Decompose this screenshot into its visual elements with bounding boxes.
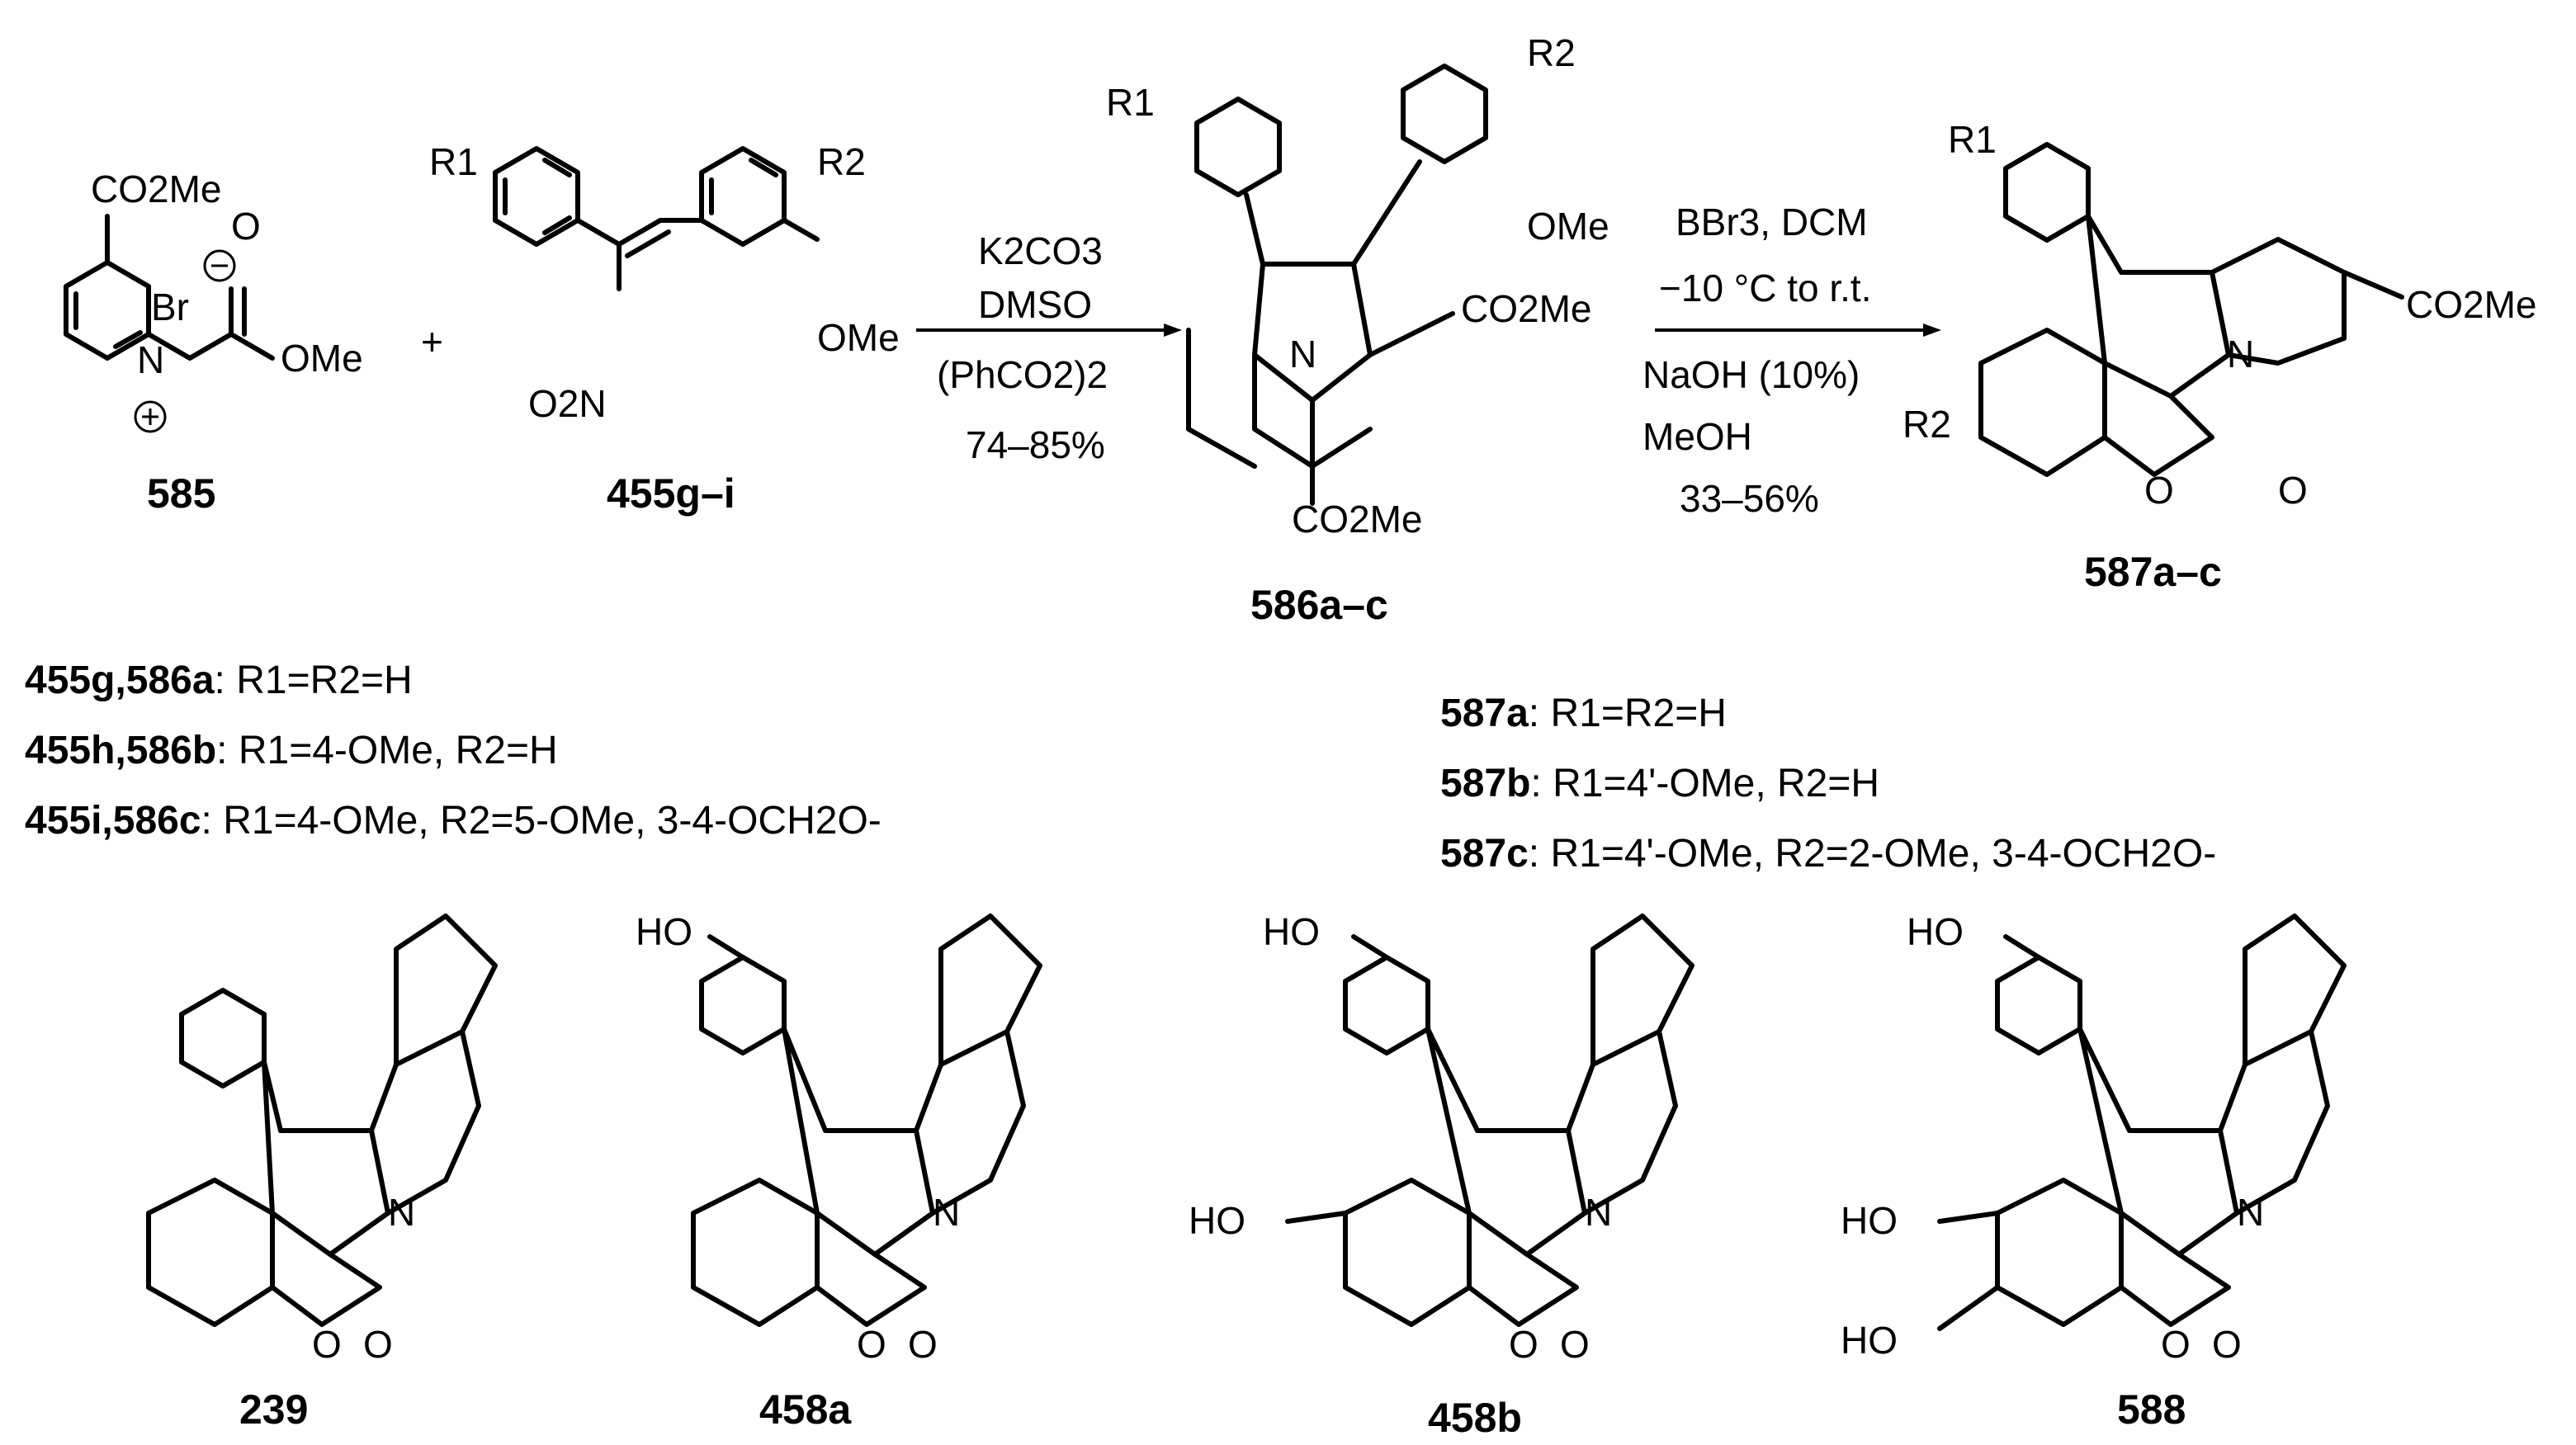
atom-o: O [1560, 1323, 1590, 1366]
yield-step1: 74–85% [966, 423, 1105, 466]
atom-o: O [2212, 1323, 2242, 1366]
atom-co2me: CO2Me [91, 168, 221, 210]
structure-588: HO HO HO N O O 588 [1841, 910, 2347, 1433]
plus-sign: + [421, 320, 443, 363]
atom-n: N [1585, 1191, 1612, 1234]
atom-o: O [1509, 1323, 1539, 1366]
label-458a: 458a [759, 1386, 852, 1433]
reagent-meoh: MeOH [1642, 415, 1752, 458]
atom-n: N [388, 1191, 415, 1234]
atom-r2: R2 [1527, 31, 1576, 74]
legend-row: 455i,586c: R1=4-OMe, R2=5-OMe, 3-4-OCH2O… [25, 799, 882, 843]
label-585: 585 [147, 470, 215, 517]
legend-right: 587a: R1=R2=H 587b: R1=4'-OMe, R2=H 587c… [1440, 692, 2216, 876]
legend-row: 455h,586b: R1=4-OMe, R2=H [25, 729, 558, 772]
atom-r2: R2 [1902, 403, 1951, 446]
atom-o: O [857, 1323, 886, 1366]
atom-r1: R1 [429, 140, 478, 183]
structure-587: R1 CO2Me N R2 O O 587a–c [1902, 118, 2536, 595]
positive-charge-icon [134, 400, 167, 433]
label-455: 455g–i [607, 470, 735, 517]
label-458b: 458b [1428, 1395, 1522, 1441]
atom-ho: HO [1841, 1199, 1898, 1242]
reagent-dmso: DMSO [978, 283, 1092, 326]
atom-o: O [2144, 469, 2174, 512]
atom-ho: HO [636, 910, 692, 953]
atom-n: N [1289, 333, 1316, 375]
structure-458a: HO N O O 458a [636, 910, 1042, 1433]
label-239: 239 [239, 1386, 308, 1433]
atom-ome: OMe [281, 337, 363, 380]
reagent-peroxide: (PhCO2)2 [937, 353, 1108, 396]
reagent-bbr3: BBr3, DCM [1676, 201, 1868, 243]
atom-o: O [2161, 1323, 2191, 1366]
yield-step2: 33–56% [1680, 477, 1819, 520]
atom-o: O [908, 1323, 938, 1366]
legend-row: 455g,586a: R1=R2=H [25, 659, 413, 702]
structure-586: R1 R2 OMe CO2Me N CO2Me 586a–c [1106, 31, 1609, 628]
reagent-temperature: −10 °C to r.t. [1659, 267, 1871, 309]
legend-row: 587c: R1=4'-OMe, R2=2-OMe, 3-4-OCH2O- [1440, 832, 2216, 876]
atom-n: N [933, 1191, 960, 1234]
label-586: 586a–c [1250, 582, 1388, 628]
atom-ho: HO [1907, 910, 1964, 953]
atom-ho: HO [1189, 1199, 1245, 1242]
atom-r2: R2 [817, 140, 866, 183]
legend-left: 455g,586a: R1=R2=H 455h,586b: R1=4-OMe, … [25, 659, 882, 843]
atom-o: O [2278, 469, 2308, 512]
atom-o: O [312, 1323, 342, 1366]
structure-239: N O O 239 [146, 914, 498, 1433]
legend-row: 587b: R1=4'-OMe, R2=H [1440, 762, 1879, 805]
atom-n: N [2227, 333, 2254, 375]
atom-ho: HO [1841, 1319, 1898, 1362]
atom-ome: OMe [1527, 205, 1609, 248]
reagent-k2co3: K2CO3 [978, 229, 1103, 272]
atom-ome: OMe [817, 316, 900, 359]
atom-o: O [231, 205, 261, 248]
structure-458b: HO HO N O O 458b [1189, 910, 1694, 1441]
atom-co2me: CO2Me [1292, 498, 1422, 541]
structure-455: R1 R2 OMe O2N 455g–i [429, 140, 900, 517]
atom-co2me: CO2Me [1461, 287, 1591, 330]
label-587: 587a–c [2084, 549, 2222, 595]
atom-ho: HO [1263, 910, 1320, 953]
reagent-naoh: NaOH (10%) [1642, 353, 1860, 396]
atom-co2me: CO2Me [2406, 283, 2536, 326]
atom-o2n: O2N [528, 382, 607, 425]
atom-o: O [363, 1323, 393, 1366]
label-588: 588 [2117, 1386, 2186, 1433]
atom-n: N [2237, 1191, 2264, 1234]
structure-585: CO2Me Br N O OMe 585 [64, 168, 363, 517]
atom-br: Br [151, 286, 189, 328]
reaction-arrow-2: BBr3, DCM −10 °C to r.t. NaOH (10%) MeOH… [1642, 201, 1941, 520]
atom-n: N [137, 338, 164, 381]
negative-charge-icon [203, 249, 236, 282]
legend-row: 587a: R1=R2=H [1440, 692, 1727, 735]
atom-r1: R1 [1948, 118, 1997, 161]
atom-r1: R1 [1106, 81, 1155, 124]
reaction-arrow-1: K2CO3 DMSO (PhCO2)2 74–85% [916, 229, 1182, 466]
